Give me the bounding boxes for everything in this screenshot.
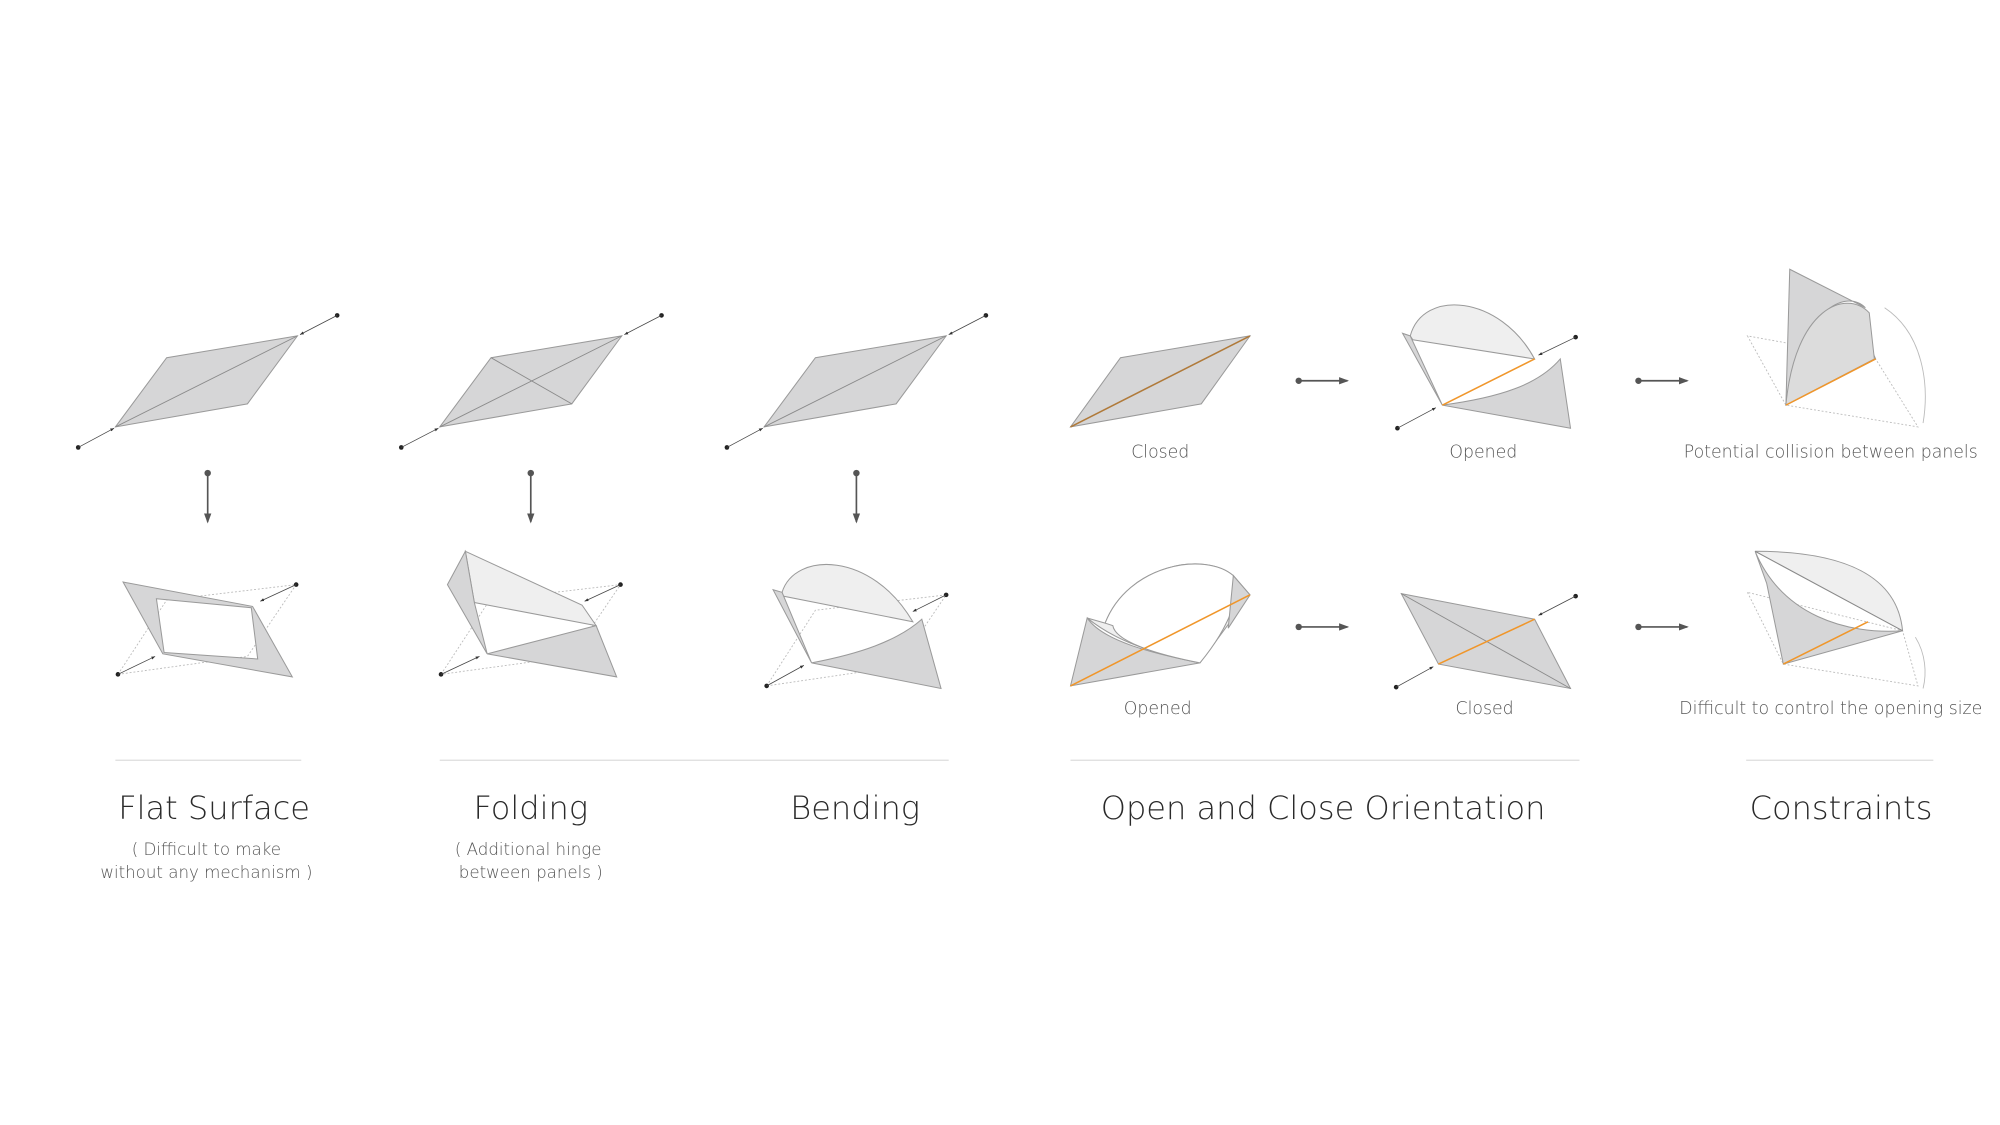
flat-surface-closed-figure (75, 313, 340, 450)
caption-opening-size: Difficult to control the opening size (1679, 699, 1982, 719)
title-flat-surface: Flat Surface (118, 789, 310, 827)
down-arrow-icon (852, 469, 861, 524)
closed-figure-bottom (1393, 592, 1578, 690)
bending-opened-figure (764, 564, 949, 690)
opening-size-figure (1746, 550, 1926, 689)
title-open-close-orientation: Open and Close Orientation (1101, 789, 1546, 827)
note-folding-line1: ( Additional hinge (455, 840, 602, 859)
caption-opened: Opened (1449, 443, 1517, 463)
caption-opened: Opened (1124, 699, 1192, 719)
flat-surface-opened-figure (115, 581, 299, 678)
bending-closed-figure (724, 313, 989, 450)
right-arrow-icon (1295, 377, 1350, 385)
caption-collision: Potential collision between panels (1684, 443, 1978, 463)
title-constraints: Constraints (1750, 789, 1933, 827)
collision-figure (1746, 268, 1926, 428)
opened-figure-top (1395, 304, 1578, 431)
down-arrow-icon (527, 469, 535, 524)
caption-closed: Closed (1131, 443, 1189, 463)
right-arrow-icon (1635, 623, 1689, 631)
note-flat-surface-line2: without any mechanism ) (100, 863, 312, 882)
right-arrow-icon (1635, 377, 1689, 385)
caption-closed: Closed (1456, 699, 1514, 719)
folding-opened-figure (438, 549, 623, 678)
note-flat-surface-line1: ( Difficult to make (132, 840, 281, 859)
down-arrow-icon (204, 469, 212, 524)
right-arrow-icon (1295, 623, 1350, 631)
title-folding: Folding (473, 789, 588, 827)
folding-closed-figure (398, 313, 664, 450)
note-folding-line2: between panels ) (459, 863, 603, 882)
closed-figure-top (1069, 335, 1252, 428)
opened-figure-bottom (1069, 563, 1251, 687)
title-bending: Bending (790, 789, 920, 827)
